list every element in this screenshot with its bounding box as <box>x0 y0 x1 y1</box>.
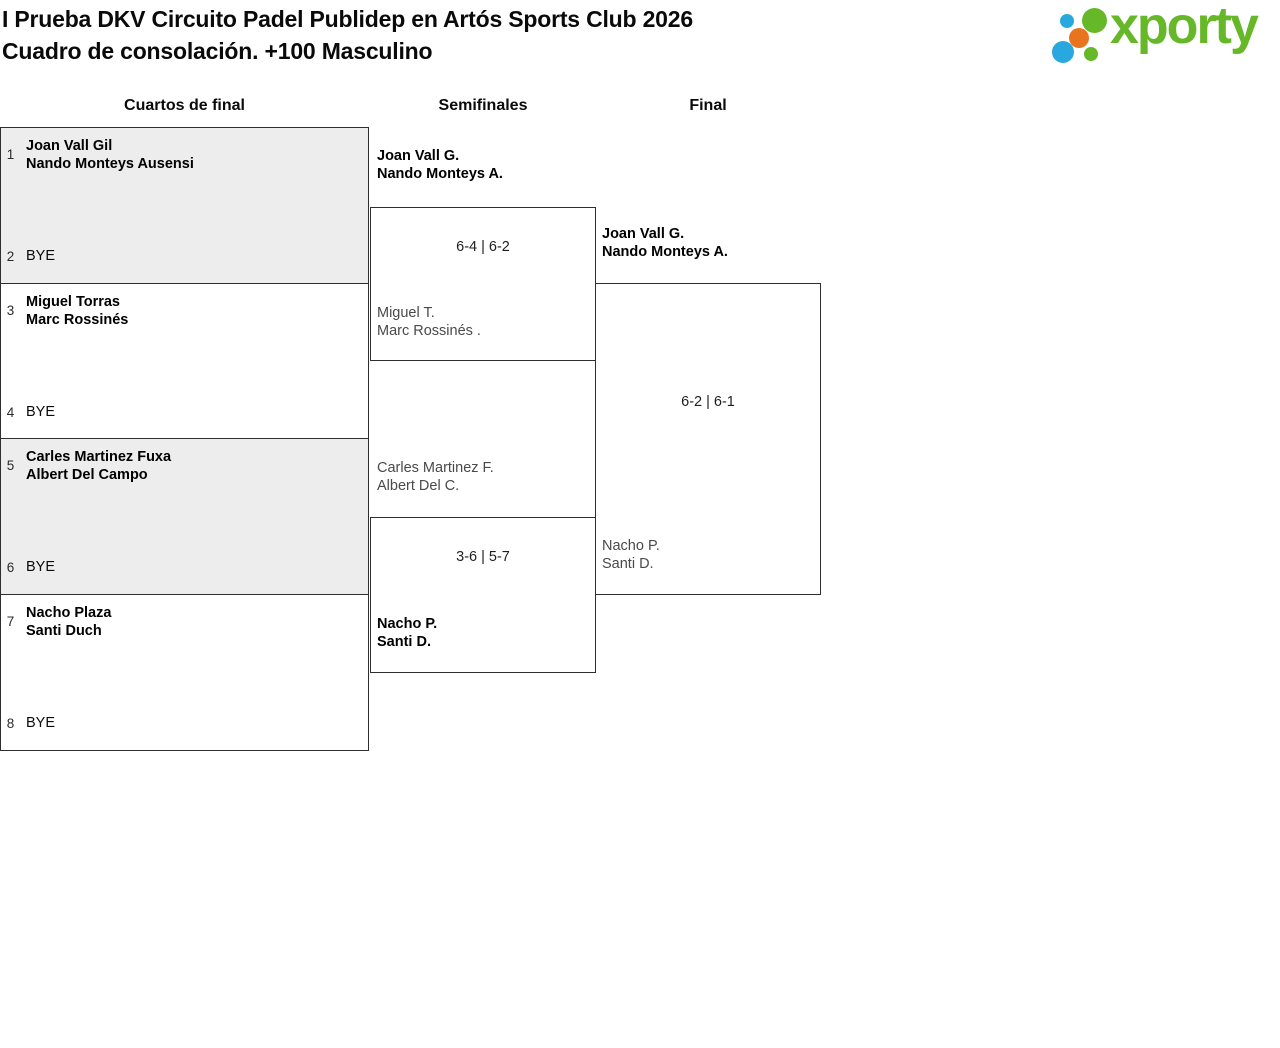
seed-number: 5 <box>6 458 15 473</box>
team-names: Joan Vall Gil Nando Monteys Ausensi <box>26 137 194 173</box>
player-name: Nando Monteys A. <box>602 244 728 260</box>
match-box-qf2: 3 Miguel Torras Marc Rossinés 4 BYE <box>0 283 369 439</box>
team-pair-sf1-bottom: Miguel T. Marc Rossinés . <box>377 304 481 340</box>
match-box-qf3: 5 Carles Martinez Fuxa Albert Del Campo … <box>0 438 369 595</box>
round-header-final: Final <box>689 97 727 114</box>
logo-dot-green-large <box>1082 8 1107 33</box>
seed-number: 6 <box>6 560 15 575</box>
round-header-semifinals: Semifinales <box>438 97 528 114</box>
xporty-logo: xporty <box>1048 0 1278 70</box>
seed-number: 7 <box>6 614 15 629</box>
match-box-final: 6-2 | 6-1 <box>595 283 821 595</box>
player-name: Carles Martinez Fuxa <box>26 449 172 465</box>
player-name: Santi Duch <box>26 623 102 639</box>
player-name: Joan Vall Gil <box>26 138 113 154</box>
team-pair-sf2-bottom: Nacho P. Santi D. <box>377 615 437 651</box>
player-name: Nando Monteys Ausensi <box>26 156 194 172</box>
draw-name: Cuadro de consolación. +100 Masculino <box>2 38 433 64</box>
player-name: Albert Del C. <box>377 478 460 494</box>
team-names: Miguel Torras Marc Rossinés <box>26 293 128 329</box>
seed-number: 4 <box>6 405 15 420</box>
team-names: Carles Martinez Fuxa Albert Del Campo <box>26 448 171 484</box>
bye-label: BYE <box>26 715 56 731</box>
seed-number: 1 <box>6 147 15 162</box>
match-score: 3-6 | 5-7 <box>456 549 510 565</box>
seed-number: 8 <box>6 716 15 731</box>
logo-wordmark: xporty <box>1110 0 1259 55</box>
player-name: Miguel T. <box>377 305 435 321</box>
team-pair-sf1-top: Joan Vall G. Nando Monteys A. <box>377 147 503 183</box>
bye-label: BYE <box>26 248 56 264</box>
logo-dot-orange <box>1069 28 1089 48</box>
bye-label: BYE <box>26 559 56 575</box>
round-header-quarterfinals: Cuartos de final <box>124 97 245 114</box>
player-name: Carles Martinez F. <box>377 460 494 476</box>
seed-number: 2 <box>6 249 15 264</box>
seed-number: 3 <box>6 303 15 318</box>
team-names: Nacho Plaza Santi Duch <box>26 604 111 640</box>
logo-dot-blue-large <box>1052 41 1074 63</box>
player-name: Marc Rossinés . <box>377 323 481 339</box>
player-name: Albert Del Campo <box>26 467 148 483</box>
player-name: Nacho P. <box>377 616 438 632</box>
logo-dot-blue-small <box>1060 14 1074 28</box>
team-pair-final-top: Joan Vall G. Nando Monteys A. <box>602 225 728 261</box>
logo-dot-green-small <box>1084 47 1098 61</box>
match-score: 6-4 | 6-2 <box>456 239 510 255</box>
match-score: 6-2 | 6-1 <box>681 394 735 410</box>
player-name: Miguel Torras <box>26 294 120 310</box>
match-box-sf2: 3-6 | 5-7 <box>370 517 596 673</box>
player-name: Nacho Plaza <box>26 605 112 621</box>
player-name: Marc Rossinés <box>26 312 129 328</box>
page-title: I Prueba DKV Circuito Padel Publidep en … <box>2 3 693 67</box>
player-name: Joan Vall G. <box>377 148 460 164</box>
bye-label: BYE <box>26 404 56 420</box>
team-pair-sf2-top: Carles Martinez F. Albert Del C. <box>377 459 494 495</box>
match-box-qf4: 7 Nacho Plaza Santi Duch 8 BYE <box>0 594 369 751</box>
match-box-qf1: 1 Joan Vall Gil Nando Monteys Ausensi 2 … <box>0 127 369 284</box>
player-name: Santi D. <box>377 634 431 650</box>
player-name: Nando Monteys A. <box>377 166 503 182</box>
player-name: Joan Vall G. <box>602 226 685 242</box>
tournament-name: I Prueba DKV Circuito Padel Publidep en … <box>2 6 693 32</box>
team-pair-final-bottom: Nacho P. Santi D. <box>602 537 660 573</box>
player-name: Nacho P. <box>602 538 660 554</box>
player-name: Santi D. <box>602 556 654 572</box>
